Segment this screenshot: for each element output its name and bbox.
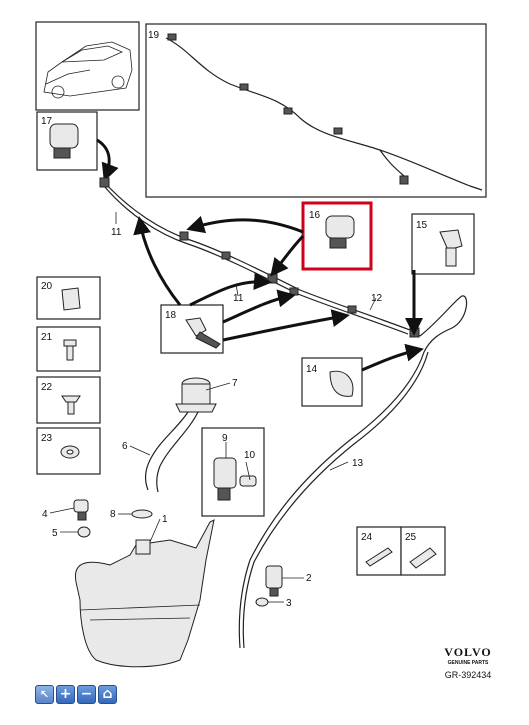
brand-logo: VOLVO xyxy=(444,645,492,659)
diagram-reference: GR-392434 xyxy=(444,670,492,680)
callout-3: 3 xyxy=(286,598,292,609)
filler-neck-7 xyxy=(175,377,217,413)
zoom-toolbar: ↖ + − ⌂ xyxy=(35,685,117,704)
callout-12: 12 xyxy=(371,293,383,304)
callout-20: 20 xyxy=(41,281,53,292)
hose-assembly-box xyxy=(145,23,487,198)
callout-16: 16 xyxy=(309,210,321,221)
car-thumbnail xyxy=(35,21,140,111)
callout-24: 24 xyxy=(361,532,373,543)
part-box-17 xyxy=(36,111,98,171)
zoom-in-icon[interactable]: + xyxy=(56,685,75,704)
callout-14: 14 xyxy=(306,364,318,375)
hose-6 xyxy=(144,411,189,491)
callout-25: 25 xyxy=(405,532,417,543)
clip-icon xyxy=(283,107,293,115)
grommet-3 xyxy=(255,597,269,607)
callout-labels: 19 17 16 15 11 11 12 20 18 21 14 7 22 9 … xyxy=(41,30,428,609)
callout-10: 10 xyxy=(244,450,256,461)
volvo-branding: VOLVO GENUINE PARTS GR-392434 xyxy=(420,645,516,680)
seal-8 xyxy=(131,509,153,519)
part-box-23 xyxy=(36,427,101,475)
callout-9: 9 xyxy=(222,433,228,444)
cursor-icon[interactable]: ↖ xyxy=(35,685,54,704)
callout-13: 13 xyxy=(352,458,364,469)
callout-8: 8 xyxy=(110,509,116,520)
callout-5: 5 xyxy=(52,528,58,539)
part-box-15 xyxy=(411,213,475,275)
callout-1: 1 xyxy=(162,514,168,525)
clip-icon xyxy=(239,83,249,91)
part-box-18 xyxy=(160,304,224,354)
callout-18: 18 xyxy=(165,310,177,321)
callout-2: 2 xyxy=(306,573,312,584)
part-box-21 xyxy=(36,326,101,372)
washer-pump-2 xyxy=(265,565,283,597)
callout-15: 15 xyxy=(416,220,428,231)
leader-lines xyxy=(49,212,377,603)
part-box-24 xyxy=(356,526,402,576)
connector-icon xyxy=(167,33,177,41)
level-sensor-4 xyxy=(73,499,89,521)
callout-21: 21 xyxy=(41,332,53,343)
pump-box-9-10 xyxy=(201,427,265,517)
home-icon[interactable]: ⌂ xyxy=(98,685,117,704)
part-box-20 xyxy=(36,276,101,320)
callout-11b: 11 xyxy=(233,293,244,304)
clip-icon xyxy=(333,127,343,135)
hose-13 xyxy=(238,295,468,649)
part-box-14 xyxy=(301,357,363,407)
callout-19: 19 xyxy=(148,30,160,41)
part-box-16-highlighted[interactable] xyxy=(301,201,373,271)
callout-22: 22 xyxy=(41,382,53,393)
callout-11a: 11 xyxy=(111,227,122,238)
callout-4: 4 xyxy=(42,509,48,520)
washer-reservoir-1 xyxy=(74,519,215,668)
callout-7: 7 xyxy=(232,378,238,389)
callout-23: 23 xyxy=(41,433,53,444)
zoom-out-icon[interactable]: − xyxy=(77,685,96,704)
callout-17: 17 xyxy=(41,116,53,127)
connector-icon xyxy=(399,175,409,185)
part-box-22 xyxy=(36,376,101,424)
brand-tagline: GENUINE PARTS xyxy=(447,660,489,666)
part-box-25 xyxy=(400,526,446,576)
callout-6: 6 xyxy=(122,441,128,452)
grommet-5 xyxy=(77,526,91,538)
